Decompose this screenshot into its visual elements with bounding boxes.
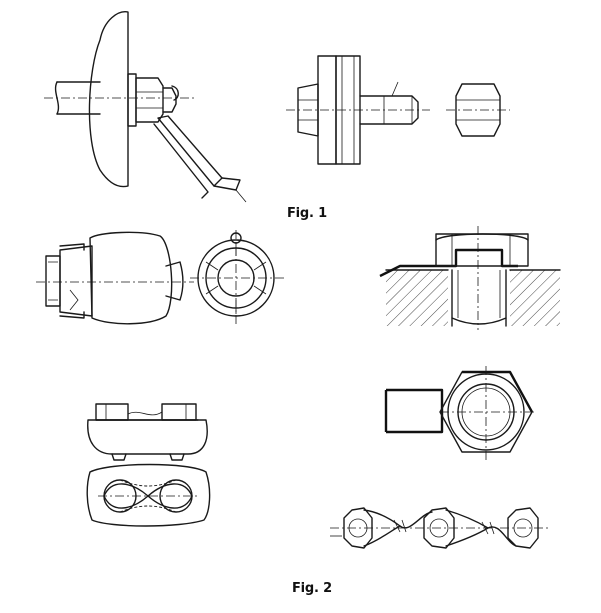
figure-2-caption: Fig. 2 xyxy=(292,581,332,596)
fig2-lockwire-chain xyxy=(330,507,548,549)
fig1-bolt-and-nut-exploded xyxy=(286,55,510,165)
fig2-castle-nut-front xyxy=(190,230,284,326)
fig2-tab-washer-section xyxy=(379,226,561,330)
fig1-bolt-with-pliers xyxy=(44,11,247,203)
fig2-lockwire-pair xyxy=(86,403,211,527)
figure-1-caption: Fig. 1 xyxy=(287,206,327,221)
fig2-castle-nut-side xyxy=(36,231,194,325)
fig2-tab-washer-top xyxy=(384,366,536,462)
